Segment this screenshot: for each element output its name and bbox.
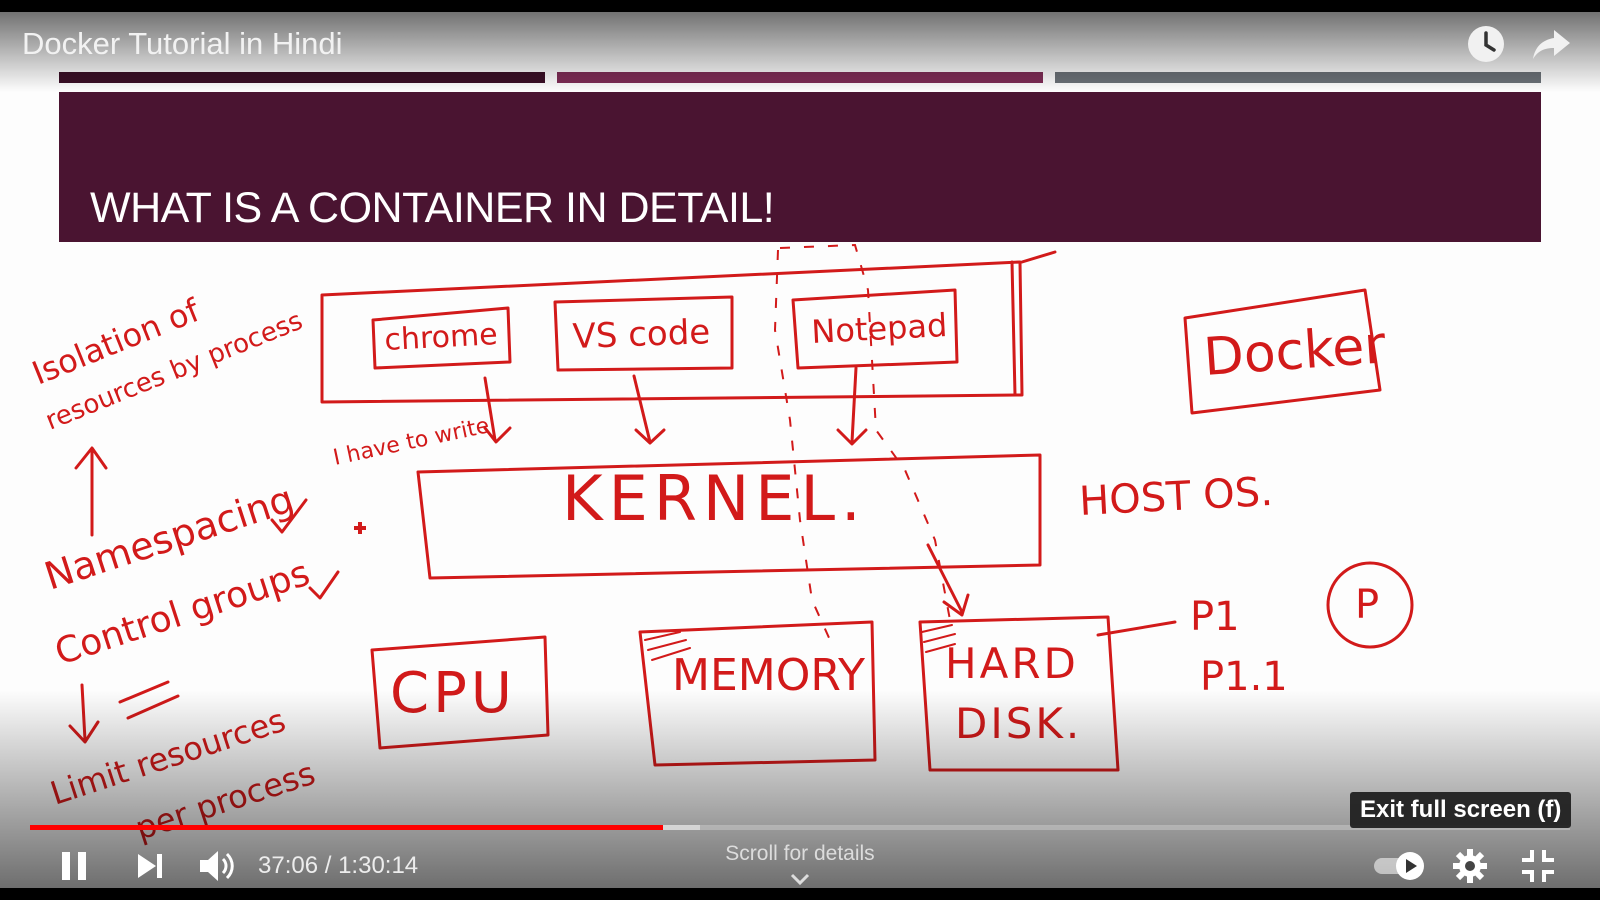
app-label-notepad: Notepad bbox=[810, 306, 948, 351]
arrow-chrome bbox=[483, 376, 512, 444]
chrome-box bbox=[371, 306, 512, 370]
disk-shade bbox=[921, 624, 956, 653]
process-circle bbox=[1326, 561, 1414, 649]
share-arrow-icon[interactable] bbox=[1530, 22, 1574, 66]
app-label-vscode: VS code bbox=[572, 312, 711, 357]
time-separator: / bbox=[318, 852, 339, 879]
process-label-p1: P1 bbox=[1190, 594, 1240, 640]
exit-fullscreen-tooltip: Exit full screen (f) bbox=[1350, 792, 1572, 828]
plus-mark bbox=[354, 522, 366, 534]
video-title[interactable]: Docker Tutorial in Hindi bbox=[22, 26, 343, 61]
exit-fullscreen-icon[interactable] bbox=[1518, 846, 1558, 886]
next-icon[interactable] bbox=[130, 846, 170, 886]
arrow-disk bbox=[926, 543, 970, 617]
autoplay-toggle-icon[interactable] bbox=[1370, 846, 1430, 886]
volume-icon[interactable] bbox=[196, 846, 236, 886]
clock-icon[interactable] bbox=[1464, 22, 1508, 66]
slide-banner bbox=[59, 92, 1541, 242]
process-line bbox=[1096, 620, 1177, 637]
write-note: I have to write bbox=[331, 413, 492, 470]
user-space-box bbox=[320, 260, 1024, 404]
slide-title: WHAT IS A CONTAINER IN DETAIL! bbox=[90, 184, 775, 232]
cpu-label: CPU bbox=[390, 661, 516, 726]
app-label-chrome: chrome bbox=[384, 317, 499, 358]
memory-label: MEMORY bbox=[672, 650, 865, 701]
arrow-notepad bbox=[836, 366, 868, 446]
circle-label: P bbox=[1355, 582, 1379, 628]
pause-icon[interactable] bbox=[54, 846, 94, 886]
check-namespacing bbox=[270, 498, 308, 534]
arrow-down bbox=[68, 683, 100, 744]
arrow-vscode bbox=[632, 374, 666, 445]
docker-box bbox=[1183, 288, 1382, 415]
kernel-label: KERNEL. bbox=[562, 462, 867, 535]
progress-played bbox=[30, 825, 663, 830]
memory-shade bbox=[644, 631, 691, 661]
time-display: 37:06 / 1:30:14 bbox=[258, 852, 418, 880]
docker-label: Docker bbox=[1202, 315, 1388, 388]
vscode-box bbox=[553, 295, 734, 372]
time-total: 1:30:14 bbox=[338, 852, 419, 879]
hard-label: HARD bbox=[945, 639, 1079, 688]
disk-label: DISK. bbox=[955, 699, 1082, 748]
check-control-groups bbox=[308, 570, 340, 600]
host-os-label: HOST OS. bbox=[1078, 469, 1274, 525]
user-space-box-edge bbox=[1010, 250, 1057, 397]
arrow-up bbox=[74, 446, 108, 537]
equal-sign bbox=[118, 680, 180, 720]
time-current: 37:06 bbox=[258, 852, 319, 879]
chevron-down-icon[interactable] bbox=[788, 872, 812, 886]
container-dashed-boundary bbox=[773, 243, 951, 641]
scroll-hint[interactable]: Scroll for details bbox=[725, 842, 875, 865]
kernel-box bbox=[416, 453, 1042, 580]
process-label-p11: P1.1 bbox=[1200, 654, 1288, 700]
progress-bar[interactable] bbox=[30, 825, 1570, 830]
gear-icon[interactable] bbox=[1450, 846, 1490, 886]
notepad-box bbox=[791, 288, 959, 370]
